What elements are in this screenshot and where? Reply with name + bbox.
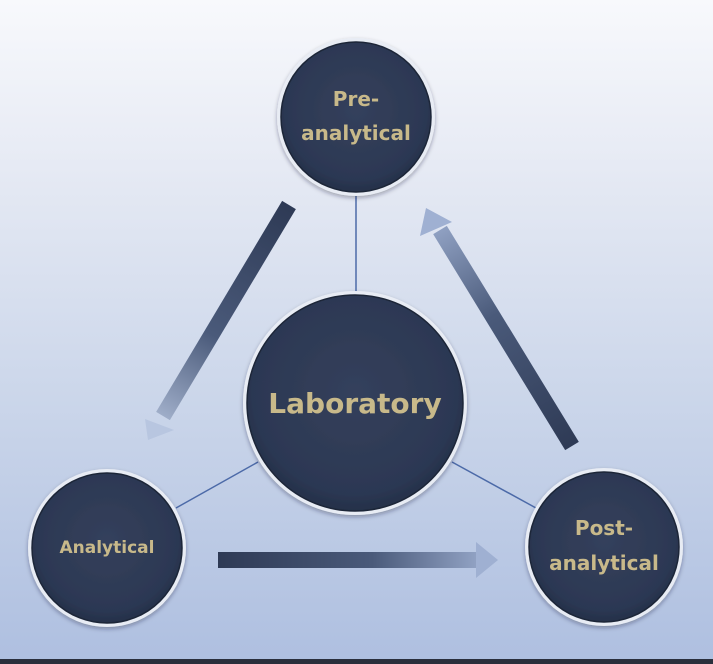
arrow-post-to-pre (420, 208, 579, 451)
analytical-label: Analytical (60, 538, 155, 558)
pre-analytical-node (277, 38, 435, 196)
center-node-label: Laboratory (268, 387, 441, 420)
connector-post (451, 461, 537, 509)
arrow-pre-to-analytical (145, 200, 296, 440)
arrow-analytical-to-post (218, 542, 498, 578)
analytical-node (28, 469, 186, 627)
post-analytical-label-line1: Post- (575, 516, 633, 540)
connector-analytical (175, 461, 259, 509)
center-node (243, 291, 467, 515)
post-analytical-label-line2: analytical (549, 551, 659, 575)
post-analytical-node (525, 468, 683, 626)
bottom-border (0, 659, 713, 664)
pre-analytical-label-line2: analytical (301, 121, 411, 145)
pre-analytical-label-line1: Pre- (333, 87, 379, 111)
